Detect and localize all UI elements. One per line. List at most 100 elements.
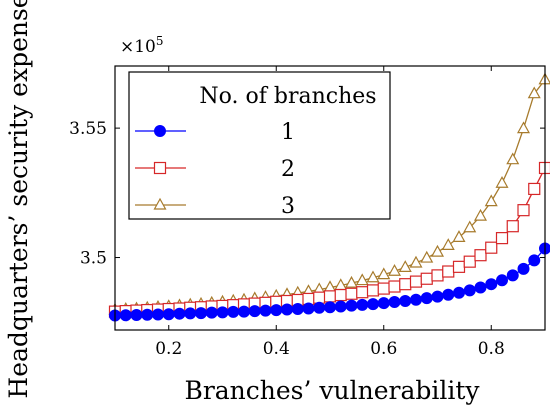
data-point xyxy=(485,278,498,291)
legend-marker xyxy=(153,197,167,210)
data-point xyxy=(452,260,466,273)
y-multiplier-base: ×10 xyxy=(120,37,156,57)
data-point xyxy=(485,241,498,254)
data-point xyxy=(463,255,476,268)
data-point xyxy=(344,275,359,288)
x-tick-label: 0.4 xyxy=(263,339,290,359)
data-point xyxy=(248,305,261,318)
data-point xyxy=(528,254,541,267)
data-point xyxy=(313,291,326,304)
data-point xyxy=(355,273,369,286)
data-point xyxy=(420,272,433,285)
data-point xyxy=(474,281,487,294)
y-tick-label: 3.55 xyxy=(69,119,107,139)
data-point xyxy=(495,232,509,245)
data-point xyxy=(281,303,293,316)
data-point xyxy=(227,305,240,318)
legend-box xyxy=(128,71,391,220)
data-point xyxy=(409,275,423,288)
data-point xyxy=(366,284,380,297)
legend-items: 1 2 3 xyxy=(135,120,295,219)
data-point xyxy=(420,250,434,263)
legend-marker xyxy=(154,125,166,137)
legend-item-2: 2 xyxy=(135,157,295,182)
chart-marks xyxy=(108,72,550,322)
data-point xyxy=(441,238,455,250)
x-tick-label: 0.2 xyxy=(155,339,182,359)
data-point xyxy=(367,298,379,311)
x-tick-label: 0.8 xyxy=(478,339,505,359)
data-point xyxy=(130,308,143,321)
data-point xyxy=(484,194,498,207)
legend-title: No. of branches xyxy=(199,84,376,109)
data-point xyxy=(388,280,401,293)
data-point xyxy=(216,306,229,319)
data-point xyxy=(205,306,218,319)
legend-label: 1 xyxy=(281,120,295,145)
data-point xyxy=(313,301,326,314)
data-point xyxy=(399,278,412,291)
legend-marker xyxy=(153,161,167,175)
data-point xyxy=(452,230,466,242)
data-point xyxy=(323,290,337,303)
data-point xyxy=(517,204,530,217)
x-tick-label: 0.6 xyxy=(370,339,397,359)
data-point xyxy=(431,290,444,303)
data-point xyxy=(377,267,391,280)
x-axis-title: Branches’ vulnerability xyxy=(184,376,480,405)
series-1 xyxy=(109,242,550,322)
data-point xyxy=(473,208,488,221)
data-point xyxy=(356,298,369,311)
data-point xyxy=(152,308,164,321)
data-point xyxy=(302,302,315,315)
data-point xyxy=(141,308,154,321)
data-point xyxy=(356,286,369,299)
data-point xyxy=(398,260,412,272)
data-point xyxy=(516,121,531,134)
data-point xyxy=(453,286,465,299)
data-point xyxy=(259,304,272,317)
legend-label: 2 xyxy=(281,157,295,182)
data-point xyxy=(527,86,541,99)
data-point xyxy=(345,299,358,312)
data-point xyxy=(430,244,445,257)
legend: No. of branches 1 2 3 xyxy=(128,71,391,220)
x-axis-ticks: 0.2 0.4 0.6 0.8 xyxy=(155,66,505,359)
y-tick-label: 3.5 xyxy=(80,249,107,269)
data-point xyxy=(506,152,520,165)
data-point xyxy=(377,297,390,310)
y-axis-ticks: 3.5 3.55 xyxy=(69,119,545,269)
data-point xyxy=(324,301,336,314)
data-point xyxy=(345,287,358,300)
data-point xyxy=(334,288,347,302)
y-multiplier-exponent: 5 xyxy=(156,34,164,48)
data-point xyxy=(463,220,477,233)
data-point xyxy=(366,270,380,283)
data-point xyxy=(495,176,509,188)
data-point xyxy=(173,307,186,320)
data-point xyxy=(119,309,132,322)
y-axis-multiplier: ×105 xyxy=(120,34,164,57)
data-point xyxy=(184,307,197,320)
data-point xyxy=(387,264,402,276)
data-point xyxy=(334,300,347,313)
data-point xyxy=(506,269,519,282)
data-point xyxy=(506,220,519,233)
data-point xyxy=(270,304,283,317)
legend-item-1: 1 xyxy=(135,120,295,145)
data-point xyxy=(442,288,455,301)
data-point xyxy=(431,269,444,282)
data-point xyxy=(399,295,412,308)
legend-label: 3 xyxy=(281,194,295,219)
data-point xyxy=(162,308,175,321)
data-point xyxy=(420,292,433,305)
data-point xyxy=(409,255,423,268)
data-point xyxy=(291,303,304,316)
data-point xyxy=(463,284,476,297)
plot-frame xyxy=(114,65,546,331)
data-point xyxy=(442,265,455,278)
y-axis-title: Headquarters’ security expense xyxy=(4,0,33,399)
data-point xyxy=(195,307,207,320)
data-point xyxy=(377,282,390,295)
